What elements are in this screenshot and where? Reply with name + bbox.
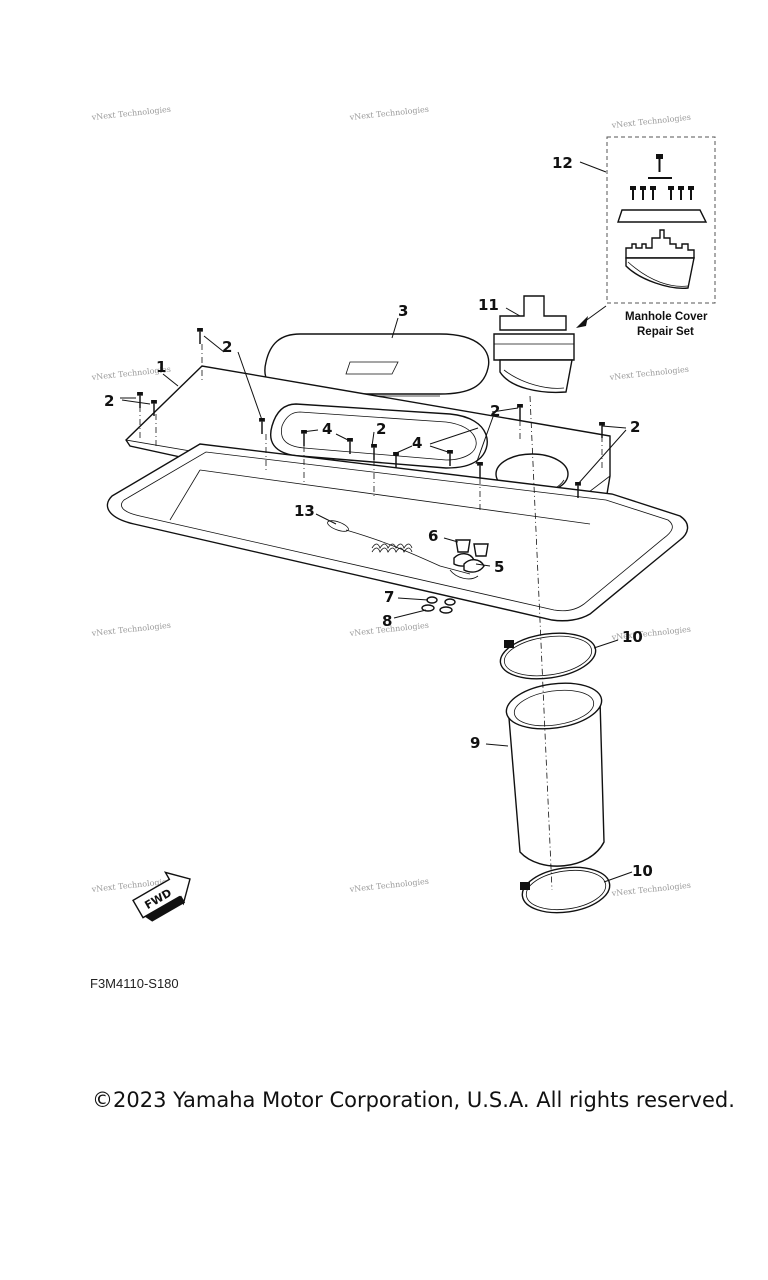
callout-12: 12 bbox=[552, 154, 573, 172]
part-10-clamp-upper bbox=[499, 632, 597, 680]
callout-11: 11 bbox=[478, 296, 499, 314]
diagram-code: F3M4110-S180 bbox=[90, 976, 179, 991]
callout-13: 13 bbox=[294, 502, 315, 520]
callout-10: 10 bbox=[632, 862, 653, 880]
part-13-cable bbox=[327, 520, 471, 575]
callout-7: 7 bbox=[384, 588, 394, 606]
callout-2: 2 bbox=[376, 420, 386, 438]
assembly-lines bbox=[139, 344, 603, 510]
watermark: vNext Technologies bbox=[610, 113, 691, 130]
callout-4: 4 bbox=[322, 420, 332, 438]
part-9-tube bbox=[505, 682, 605, 867]
deck-frame bbox=[106, 443, 689, 622]
watermark: vNext Technologies bbox=[90, 105, 171, 122]
callout-6: 6 bbox=[428, 527, 438, 545]
callout-2: 2 bbox=[104, 392, 114, 410]
callout-2: 2 bbox=[630, 418, 640, 436]
copyright-notice: ©2023 Yamaha Motor Corporation, U.S.A. A… bbox=[92, 1088, 735, 1112]
watermark: vNext Technologies bbox=[348, 105, 429, 122]
callout-9: 9 bbox=[470, 734, 480, 752]
watermark: vNext Technologies bbox=[348, 877, 429, 894]
callout-2: 2 bbox=[222, 338, 232, 356]
callout-5: 5 bbox=[494, 558, 504, 576]
part-11-fitting bbox=[493, 295, 575, 394]
repair-set-label-line1: Manhole Cover bbox=[625, 311, 708, 323]
watermark: vNext Technologies bbox=[90, 621, 171, 638]
manhole-cover-repair-set: Manhole Cover Repair Set bbox=[606, 136, 716, 338]
watermark: vNext Technologies bbox=[610, 881, 691, 898]
leader-lines bbox=[120, 161, 633, 883]
repair-set-label-line2: Repair Set bbox=[637, 326, 694, 338]
callout-3: 3 bbox=[398, 302, 408, 320]
part-10-clamp-lower bbox=[520, 866, 611, 914]
callout-4: 4 bbox=[412, 434, 422, 452]
callouts: 1 2 2 2 2 2 3 4 4 5 6 7 8 9 10 10 11 12 … bbox=[104, 154, 653, 880]
forward-arrow: FWD bbox=[132, 871, 191, 922]
callout-8: 8 bbox=[382, 612, 392, 630]
watermark: vNext Technologies bbox=[608, 365, 689, 382]
part-5-6-fittings bbox=[449, 539, 489, 580]
callout-1: 1 bbox=[156, 358, 166, 376]
callout-2: 2 bbox=[490, 402, 500, 420]
part-7-8-nuts bbox=[421, 596, 456, 614]
callout-10: 10 bbox=[622, 628, 643, 646]
